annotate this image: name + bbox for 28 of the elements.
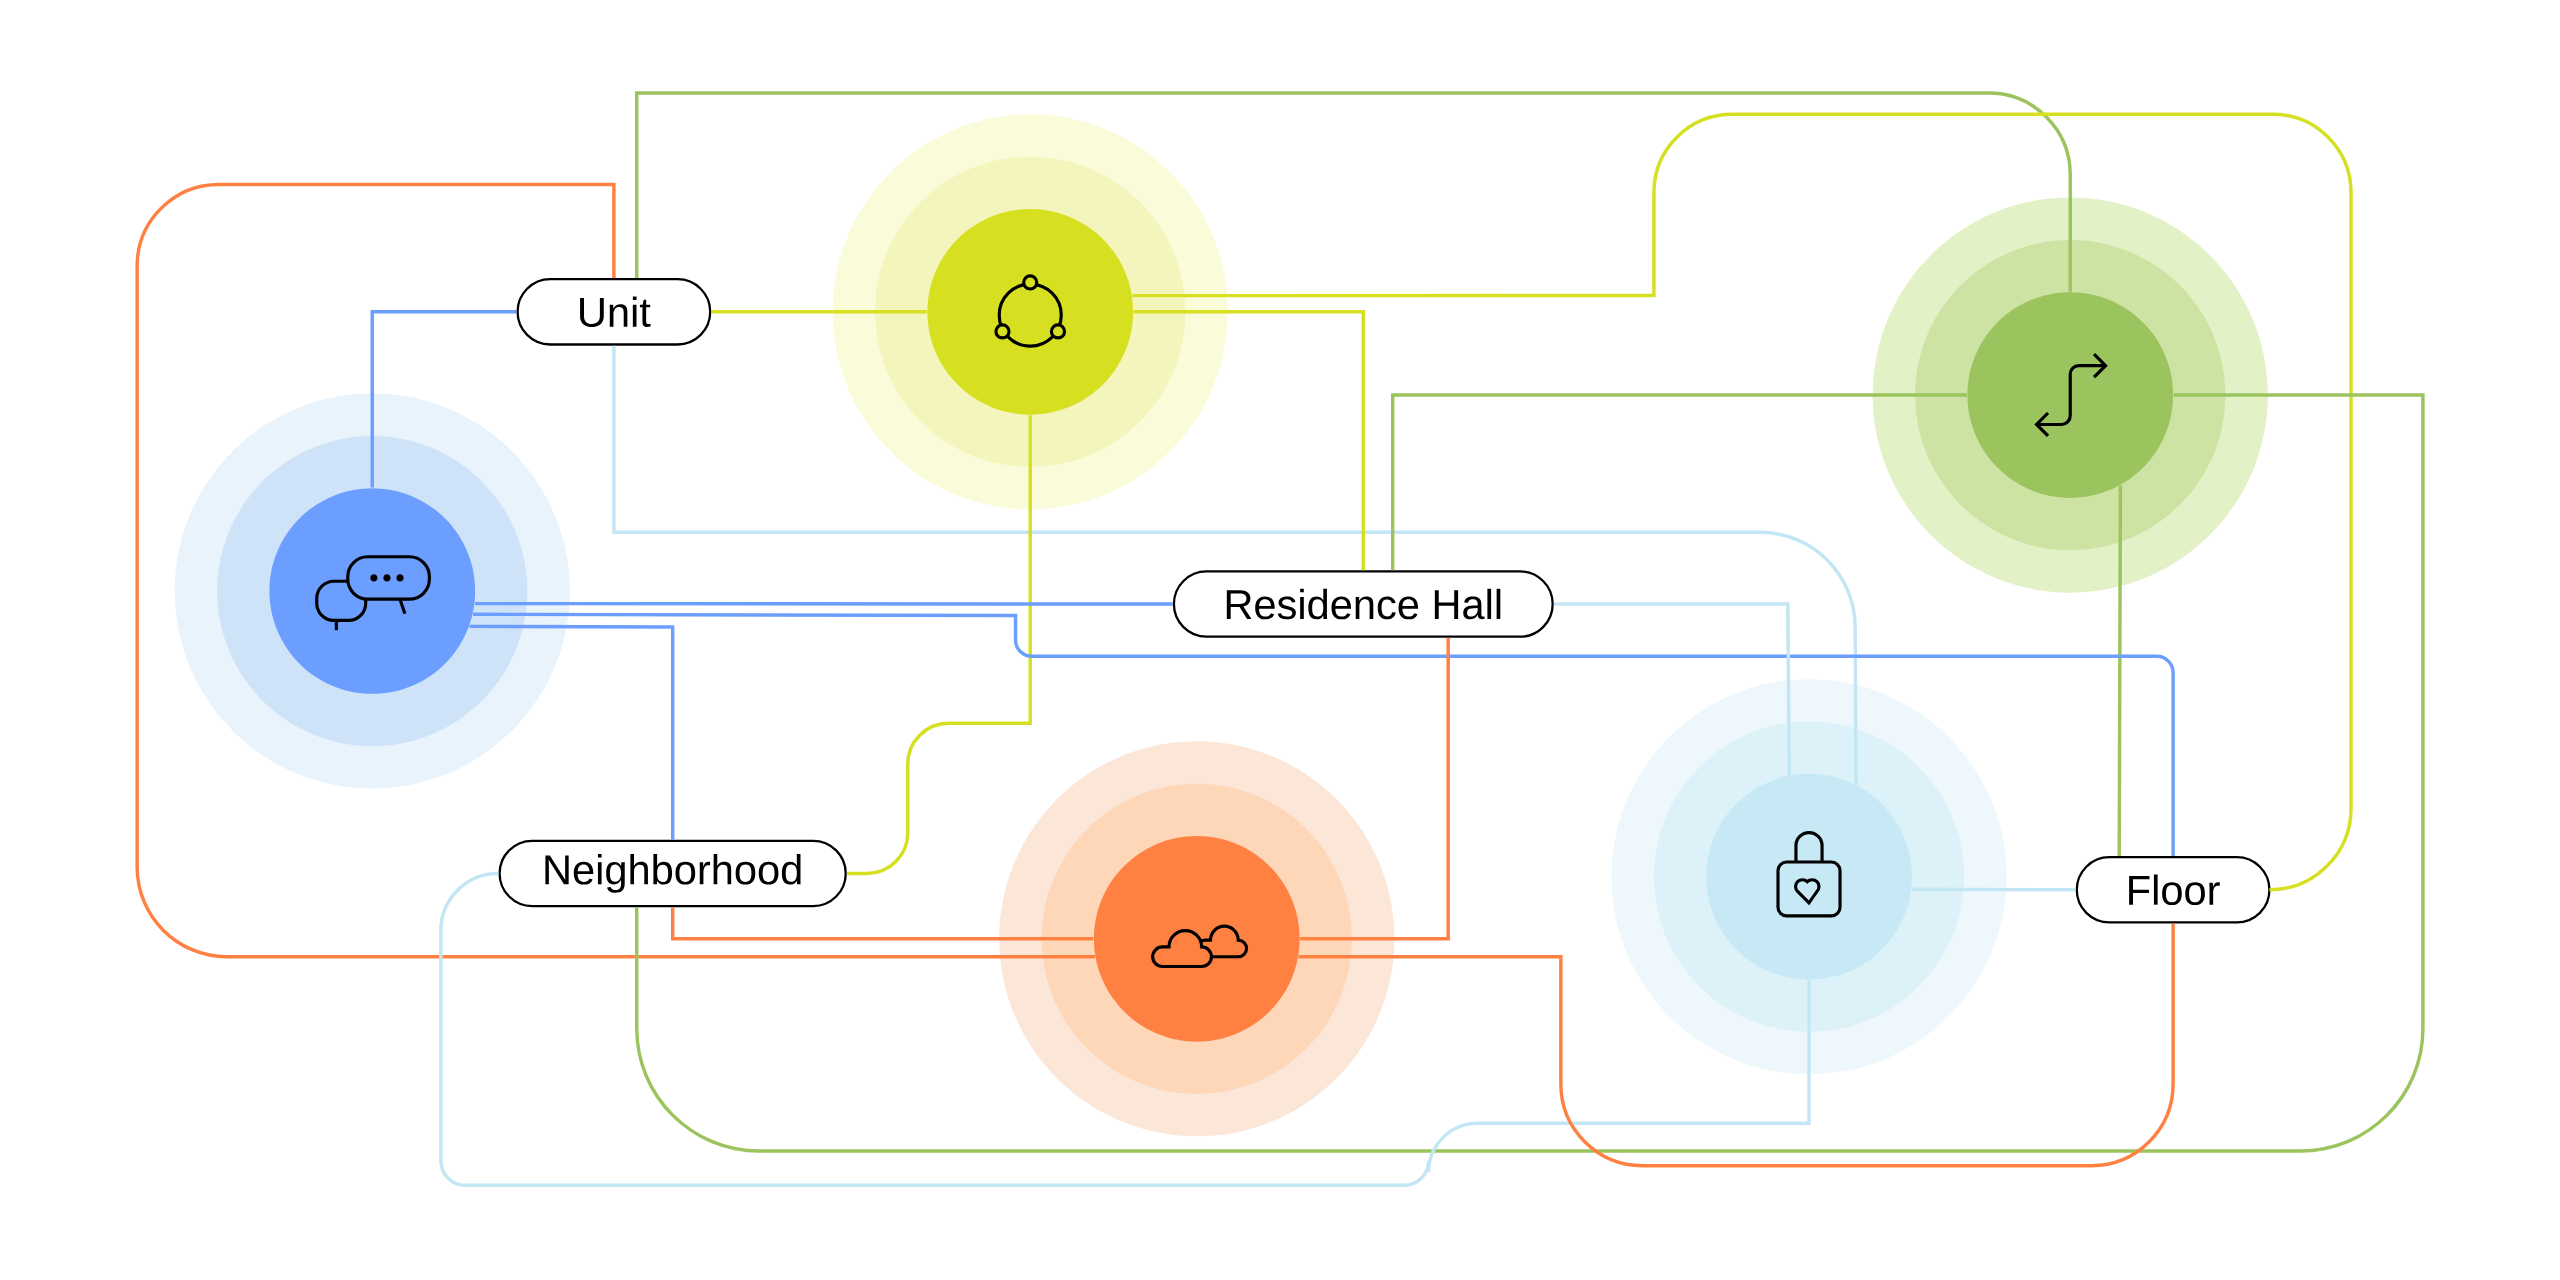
connector-line [1133, 310, 1365, 571]
label-pill: Neighborhood [498, 839, 847, 908]
colored-circle [1706, 773, 1912, 980]
connector-line [1300, 637, 1450, 941]
colored-circle [1093, 835, 1300, 1042]
connector-line [370, 310, 517, 488]
connector-line [1553, 602, 1791, 776]
connector-line [469, 624, 675, 840]
connector-line [612, 345, 1858, 785]
label-pill: Floor [2075, 856, 2271, 924]
connector-line [474, 601, 1173, 606]
label-pill: Residence Hall [1172, 570, 1554, 638]
label-pill: Unit [516, 278, 712, 346]
connector-line [2117, 485, 2123, 856]
connector-line [473, 612, 2175, 856]
connector-line [439, 871, 1811, 1187]
connector-line [1390, 393, 1967, 571]
connector-line [635, 91, 2072, 292]
connector-line [846, 415, 1032, 876]
connector-line [1298, 923, 2175, 1168]
connector-line [670, 907, 1094, 941]
connector-line [1911, 887, 2076, 892]
connector-line [635, 393, 2425, 1153]
connector-line [711, 310, 927, 314]
colored-circle [927, 208, 1134, 415]
colored-circle [1967, 292, 2174, 498]
connector-line [1132, 112, 2353, 892]
connector-line [135, 182, 1095, 959]
